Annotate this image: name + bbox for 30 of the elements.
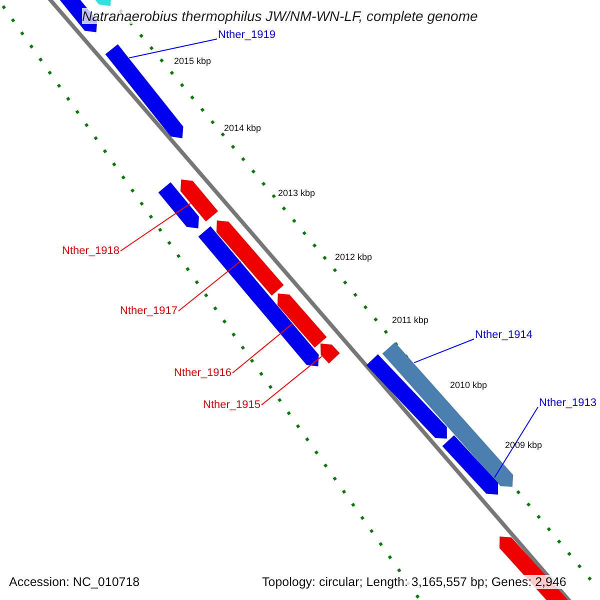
- gene-label: Nther_1919: [218, 29, 276, 41]
- gene-feature-bar: [199, 227, 319, 366]
- leader-line: [128, 38, 218, 58]
- leader-line: [178, 260, 242, 312]
- gene-label: Nther_1914: [475, 329, 532, 341]
- tick-label: 2011 kbp: [392, 315, 428, 325]
- title: Natranaerobius thermophilus JW/NM-WN-LF, complete genome: [82, 8, 478, 24]
- gene-feature-bar: [216, 221, 283, 295]
- leader-line: [494, 406, 538, 478]
- leader-line: [120, 202, 191, 252]
- gene-feature-bar: [366, 354, 446, 438]
- leader-line: [232, 323, 294, 374]
- tick-label: 2015 kbp: [174, 56, 212, 66]
- genome-info-text: Topology: circular; Length: 3,165,557 bp; Genes: 2,946: [262, 575, 566, 589]
- gene-label: Nther_1915: [203, 399, 260, 411]
- tick-label: 2014 kbp: [224, 123, 262, 133]
- tick-label: 2012 kbp: [335, 252, 372, 262]
- leader-line: [414, 338, 474, 364]
- gene-feature-bar: [181, 180, 218, 221]
- gene-feature-bar: [278, 294, 326, 347]
- gene-label: Nther_1917: [120, 305, 178, 317]
- tick-label: 2013 kbp: [278, 188, 316, 198]
- accession-text: Accession: NC_010718: [9, 575, 140, 589]
- leader-line: [261, 356, 322, 406]
- gene-label: Nther_1913: [539, 397, 596, 409]
- gene-feature-bar: [159, 183, 199, 228]
- gene-feature-bar: [443, 436, 498, 494]
- gene-label: Nther_1918: [62, 245, 120, 257]
- gene-label: Nther_1916: [174, 367, 232, 379]
- tick-label: 2010 kbp: [450, 380, 488, 390]
